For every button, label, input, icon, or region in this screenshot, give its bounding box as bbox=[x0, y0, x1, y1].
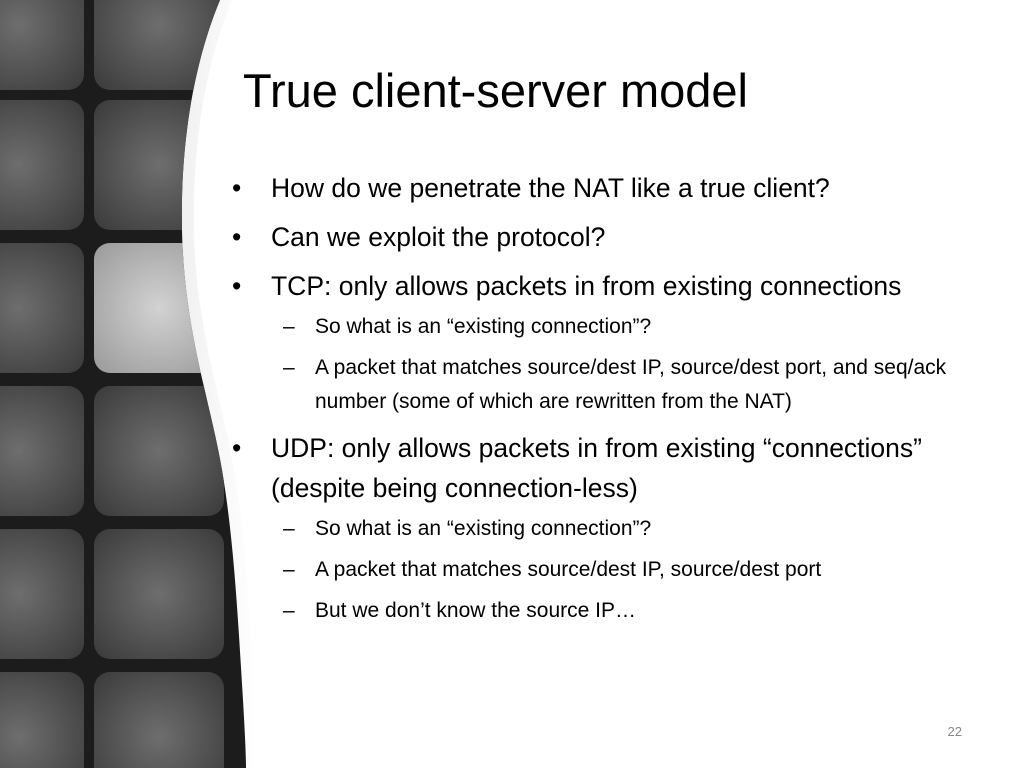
panel-tile bbox=[0, 529, 84, 659]
bullet-text: How do we penetrate the NAT like a true … bbox=[271, 173, 830, 203]
sub-bullet-text: So what is an “existing connection”? bbox=[315, 517, 652, 540]
bullet-list: • How do we penetrate the NAT like a tru… bbox=[232, 168, 1012, 635]
dash-icon: – bbox=[283, 599, 295, 622]
bullet-item: • TCP: only allows packets in from exist… bbox=[232, 266, 1012, 419]
sub-bullet-list: – So what is an “existing connection”? –… bbox=[271, 512, 1012, 628]
bullet-item: • Can we exploit the protocol? bbox=[232, 217, 1012, 257]
decorative-side-panel bbox=[0, 0, 258, 768]
slide-title: True client-server model bbox=[243, 64, 748, 117]
dash-icon: – bbox=[283, 315, 295, 338]
panel-tile bbox=[0, 0, 84, 90]
sub-bullet-item: – A packet that matches source/dest IP, … bbox=[271, 351, 1012, 419]
panel-tile bbox=[0, 243, 84, 373]
sub-bullet-text: A packet that matches source/dest IP, so… bbox=[315, 356, 947, 413]
dash-icon: – bbox=[283, 356, 295, 379]
dash-icon: – bbox=[283, 558, 295, 581]
bullet-dot-icon: • bbox=[232, 173, 242, 203]
sub-bullet-text: A packet that matches source/dest IP, so… bbox=[315, 558, 822, 581]
panel-tile bbox=[0, 386, 84, 516]
panel-tile bbox=[94, 672, 224, 768]
panel-tile bbox=[94, 529, 224, 659]
panel-tile bbox=[0, 672, 84, 768]
panel-tile bbox=[0, 100, 84, 230]
sub-bullet-item: – So what is an “existing connection”? bbox=[271, 310, 1012, 344]
sub-bullet-text: So what is an “existing connection”? bbox=[315, 315, 652, 338]
bullet-item: • UDP: only allows packets in from exist… bbox=[232, 428, 1012, 628]
sub-bullet-item: – But we don’t know the source IP… bbox=[271, 594, 1012, 628]
bullet-text: UDP: only allows packets in from existin… bbox=[271, 433, 922, 503]
bullet-text: Can we exploit the protocol? bbox=[271, 222, 606, 252]
panel-tile bbox=[94, 0, 224, 90]
bullet-item: • How do we penetrate the NAT like a tru… bbox=[232, 168, 1012, 208]
bullet-dot-icon: • bbox=[232, 222, 242, 252]
sub-bullet-item: – So what is an “existing connection”? bbox=[271, 512, 1012, 546]
bullet-dot-icon: • bbox=[232, 271, 242, 301]
panel-tile bbox=[94, 386, 224, 516]
page-number: 22 bbox=[947, 724, 962, 739]
bullet-text: TCP: only allows packets in from existin… bbox=[271, 271, 902, 301]
dash-icon: – bbox=[283, 517, 295, 540]
bullet-dot-icon: • bbox=[232, 433, 242, 463]
sub-bullet-item: – A packet that matches source/dest IP, … bbox=[271, 553, 1012, 587]
sub-bullet-list: – So what is an “existing connection”? –… bbox=[271, 310, 1012, 419]
panel-tile bbox=[94, 100, 224, 230]
sub-bullet-text: But we don’t know the source IP… bbox=[315, 599, 636, 622]
